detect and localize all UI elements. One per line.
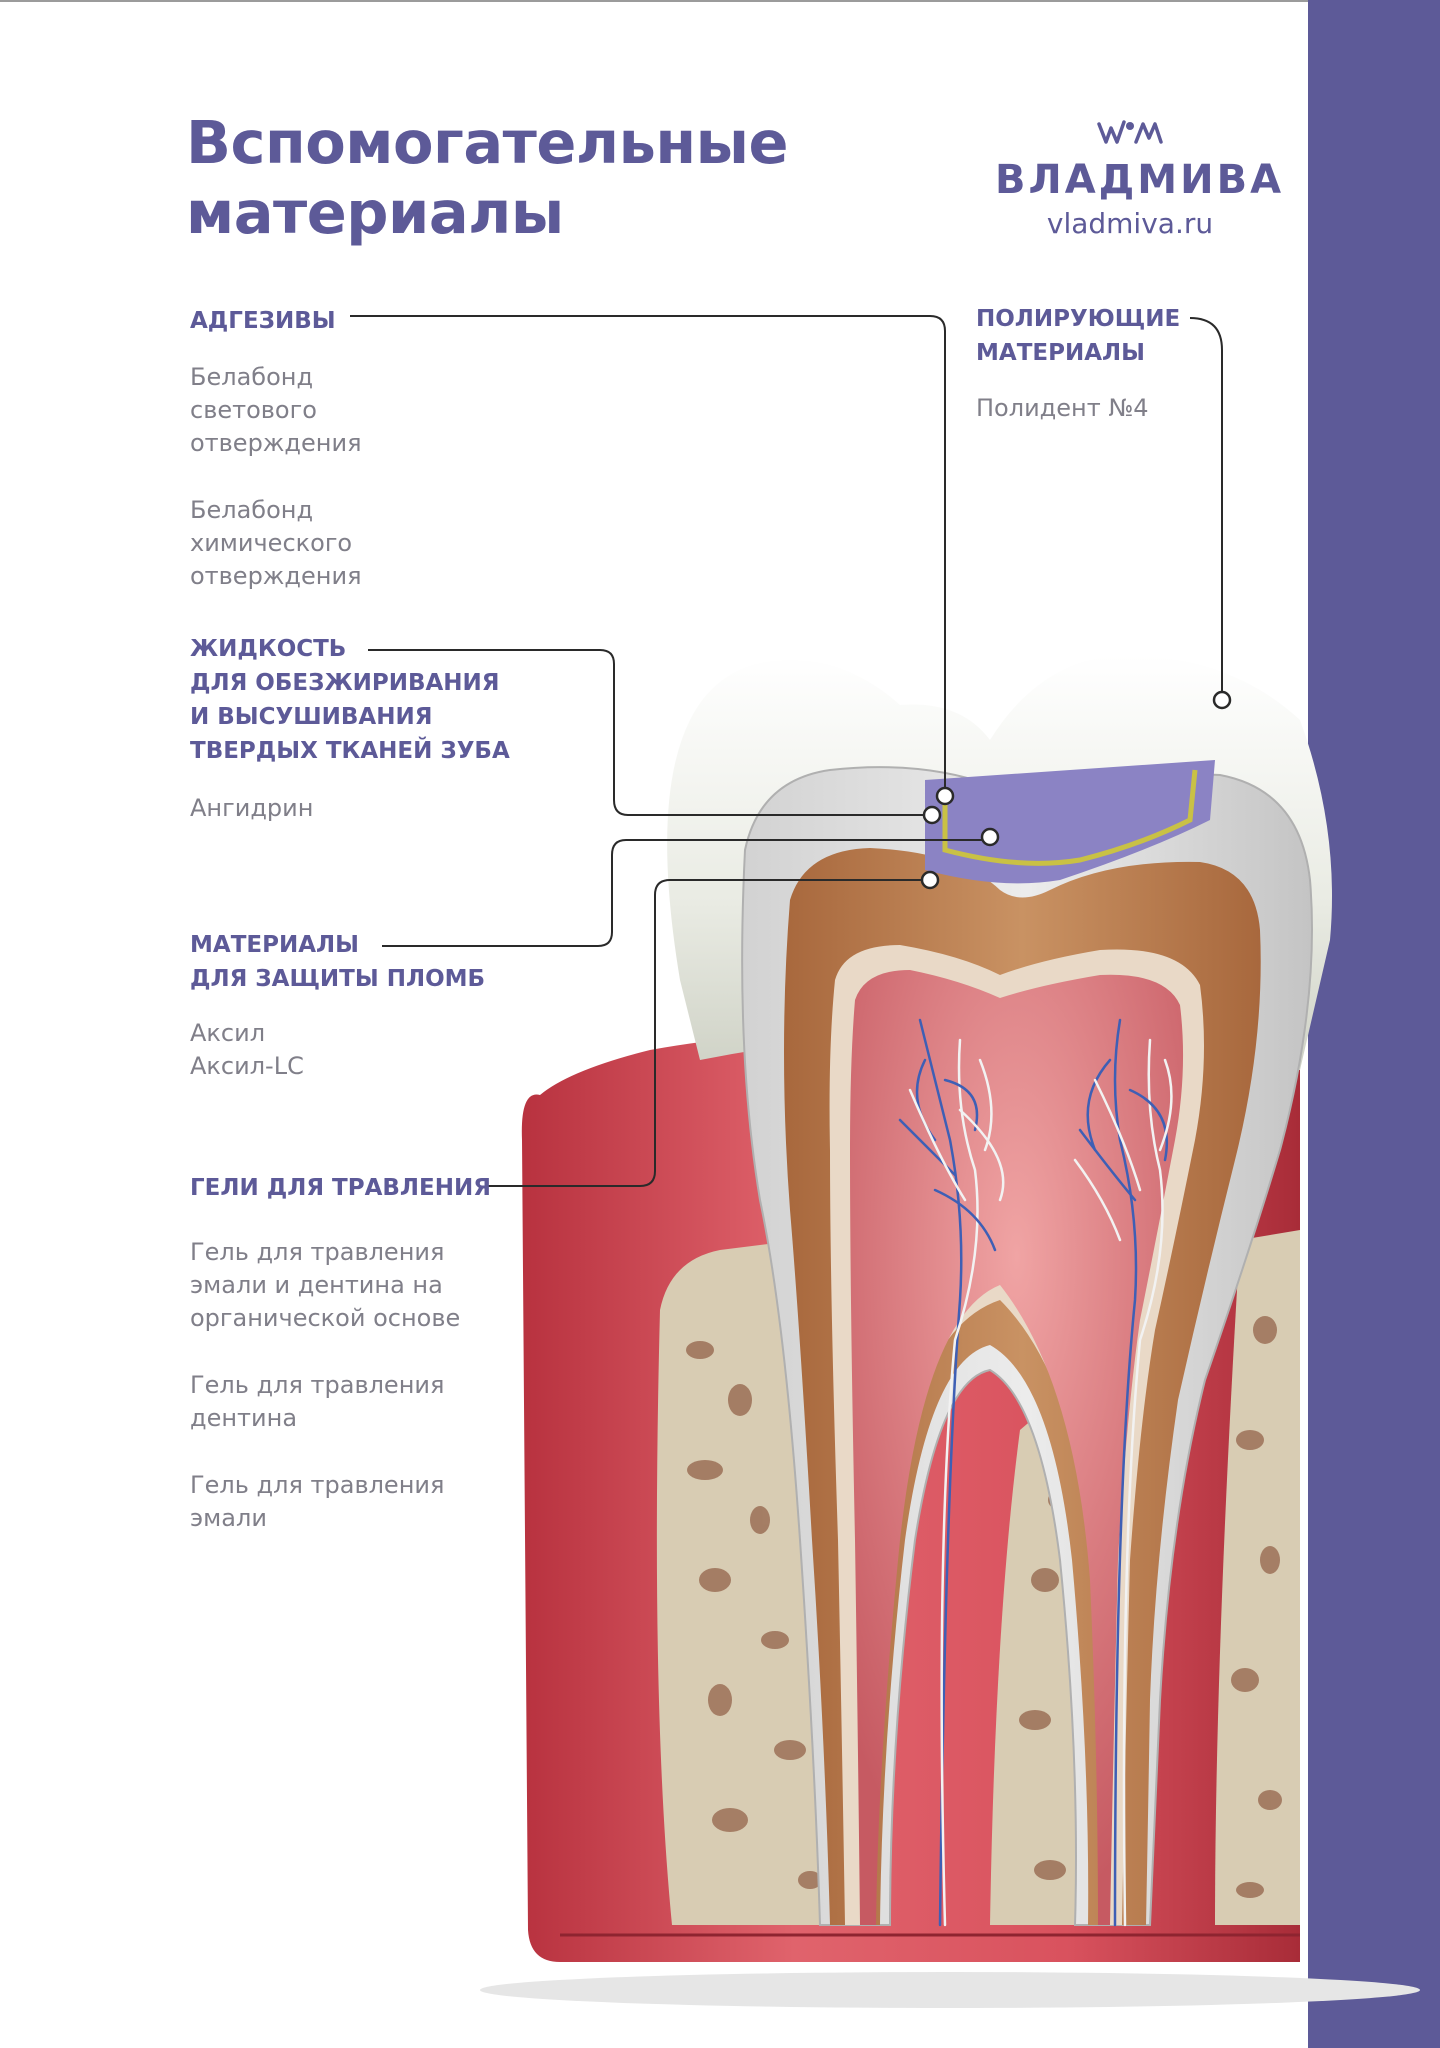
item-line: отверждения bbox=[190, 562, 362, 590]
heading-polishing: ПОЛИРУЮЩИЕ МАТЕРИАЛЫ bbox=[976, 302, 1180, 370]
top-rule bbox=[0, 0, 1440, 2]
list-item: Гель для травления эмали bbox=[190, 1469, 460, 1535]
item-line: Аксил bbox=[190, 1019, 266, 1047]
item-line: химического bbox=[190, 529, 353, 557]
right-accent-band bbox=[1308, 0, 1440, 2048]
item-line: Полидент №4 bbox=[976, 394, 1149, 422]
heading-degreasing: ЖИДКОСТЬ ДЛЯ ОБЕЗЖИРИВАНИЯ И ВЫСУШИВАНИЯ… bbox=[190, 632, 510, 768]
list-item: Белабонд светового отверждения bbox=[190, 361, 362, 460]
vvv-crown-mark-icon bbox=[1097, 120, 1163, 144]
item-line: Белабонд bbox=[190, 496, 314, 524]
heading-etching: ГЕЛИ ДЛЯ ТРАВЛЕНИЯ bbox=[190, 1171, 491, 1205]
item-line: Аксил-LC bbox=[190, 1052, 304, 1080]
adhesive-layer-line bbox=[942, 769, 1198, 866]
item-line: светового bbox=[190, 396, 317, 424]
shadow bbox=[480, 1972, 1420, 2008]
pulp-chamber bbox=[850, 970, 1184, 1925]
heading-degreasing-line-3: И ВЫСУШИВАНИЯ bbox=[190, 704, 433, 730]
heading-polishing-line-1: ПОЛИРУЮЩИЕ bbox=[976, 306, 1181, 332]
page-title-line-1: Вспомогательные bbox=[186, 108, 789, 177]
item-line: эмали и дентина на bbox=[190, 1271, 443, 1299]
page-title-line-2: материалы bbox=[186, 178, 564, 247]
heading-adhesives-line-1: АДГЕЗИВЫ bbox=[190, 308, 336, 334]
etching-list: Гель для травления эмали и дентина на ор… bbox=[190, 1236, 460, 1569]
page-title: Вспомогательные материалы bbox=[186, 108, 789, 248]
callout-lines bbox=[350, 315, 1223, 1187]
item-line: Ангидрин bbox=[190, 794, 314, 822]
list-item: Аксил Аксил-LC bbox=[190, 1017, 304, 1083]
heading-degreasing-line-4: ТВЕРДЫХ ТКАНЕЙ ЗУБА bbox=[190, 738, 510, 764]
brand-logo: ВЛАДМИВА vladmiva.ru bbox=[995, 118, 1285, 242]
brand-name: ВЛАДМИВА bbox=[995, 157, 1285, 203]
heading-protection-line-2: ДЛЯ ЗАЩИТЫ ПЛОМБ bbox=[190, 966, 486, 992]
brand-url[interactable]: vladmiva.ru bbox=[1046, 207, 1214, 240]
item-line: Гель для травления bbox=[190, 1371, 445, 1399]
nerves-and-vessels bbox=[898, 1018, 1173, 1927]
list-item: Полидент №4 bbox=[976, 392, 1149, 425]
bone-right bbox=[1215, 1230, 1300, 1925]
polishing-list: Полидент №4 bbox=[976, 392, 1149, 459]
degreasing-list: Ангидрин bbox=[190, 792, 313, 859]
callout-dots bbox=[920, 690, 1232, 890]
filling-cavity bbox=[925, 760, 1215, 884]
adhesives-list: Белабонд светового отверждения Белабонд … bbox=[190, 361, 362, 627]
list-item: Гель для травления эмали и дентина на ор… bbox=[190, 1236, 460, 1335]
list-item: Ангидрин bbox=[190, 792, 313, 825]
heading-protection-line-1: МАТЕРИАЛЫ bbox=[190, 932, 359, 958]
item-line: Белабонд bbox=[190, 363, 314, 391]
list-item: Белабонд химического отверждения bbox=[190, 494, 362, 593]
list-item: Гель для травления дентина bbox=[190, 1369, 460, 1435]
protection-list: Аксил Аксил-LC bbox=[190, 1017, 304, 1117]
item-line: эмали bbox=[190, 1504, 267, 1532]
heading-etching-line-1: ГЕЛИ ДЛЯ ТРАВЛЕНИЯ bbox=[190, 1175, 491, 1201]
item-line: отверждения bbox=[190, 429, 362, 457]
heading-protection: МАТЕРИАЛЫ ДЛЯ ЗАЩИТЫ ПЛОМБ bbox=[190, 928, 485, 996]
item-line: дентина bbox=[190, 1404, 298, 1432]
heading-degreasing-line-1: ЖИДКОСТЬ bbox=[190, 636, 347, 662]
heading-degreasing-line-2: ДЛЯ ОБЕЗЖИРИВАНИЯ bbox=[190, 670, 500, 696]
heading-adhesives: АДГЕЗИВЫ bbox=[190, 304, 336, 338]
heading-polishing-line-2: МАТЕРИАЛЫ bbox=[976, 340, 1145, 366]
item-line: органической основе bbox=[190, 1304, 461, 1332]
item-line: Гель для травления bbox=[190, 1471, 445, 1499]
bone-pores bbox=[686, 1316, 1282, 1898]
item-line: Гель для травления bbox=[190, 1238, 445, 1266]
